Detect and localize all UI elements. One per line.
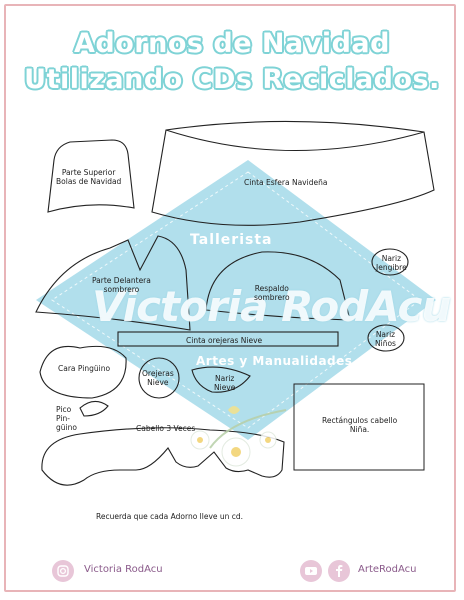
label-nariz-ninos: Nariz Niños	[375, 330, 396, 348]
shape-cinta-esfera	[151, 120, 435, 226]
label-cara-pinguino: Cara Pingüino	[58, 364, 111, 373]
shape-respaldo	[205, 251, 351, 321]
shape-cara-pinguino	[39, 345, 127, 399]
label-cabello: Cabello 3 Veces	[136, 424, 196, 433]
label-cinta-esfera: Cinta Esfera Navideña	[244, 178, 328, 187]
footer-brand-name: ArteRodAcu	[358, 564, 417, 575]
youtube-icon	[300, 560, 322, 582]
label-parte-superior: Parte Superior Bolas de Navidad	[56, 168, 122, 186]
shape-nariz-nieve	[191, 366, 251, 393]
daisy-decoration	[190, 406, 287, 467]
label-orejeras-nieve: Orejeras Nieve	[142, 369, 174, 387]
shape-nariz-ninos	[367, 324, 405, 352]
facebook-icon	[328, 560, 350, 582]
shape-parte-delantera	[35, 235, 191, 331]
shape-parte-superior	[47, 139, 135, 213]
watermark-name: Victoria RodAcu	[92, 282, 451, 331]
shape-nariz-jengibre	[371, 248, 409, 276]
watermark-diamond-inner	[51, 171, 421, 429]
page-border	[4, 4, 456, 592]
shape-orejeras-nieve	[138, 357, 180, 399]
shape-cinta-orejeras	[117, 331, 339, 347]
shape-rectangulos	[293, 383, 425, 471]
label-respaldo: Respaldo sombrero	[254, 284, 290, 302]
footer-instagram-name: Victoria RodAcu	[84, 564, 163, 575]
label-rectangulos: Rectángulos cabello Niña.	[322, 416, 398, 434]
note-text: Recuerda que cada Adorno lleve un cd.	[96, 512, 244, 521]
label-cinta-orejeras: Cinta orejeras Nieve	[186, 336, 263, 345]
watermark-tallerista: Tallerista	[190, 232, 273, 248]
label-nariz-jengibre: Nariz Jengibre	[376, 254, 407, 272]
shape-pico	[79, 400, 109, 417]
label-pico: Pico Pin- güino	[56, 405, 77, 432]
watermark-arts: Artes y Manualidades	[196, 354, 353, 368]
watermark-diamond	[36, 160, 436, 440]
label-parte-delantera: Parte Delantera sombrero	[92, 276, 151, 294]
shape-cabello	[41, 427, 285, 486]
title-line-1: Adornos de Navidad	[74, 28, 390, 59]
title-line-2: Utilizando CDs Reciclados.	[24, 64, 440, 95]
instagram-icon	[52, 560, 74, 582]
label-nariz-nieve: Nariz Nieve	[214, 374, 236, 392]
